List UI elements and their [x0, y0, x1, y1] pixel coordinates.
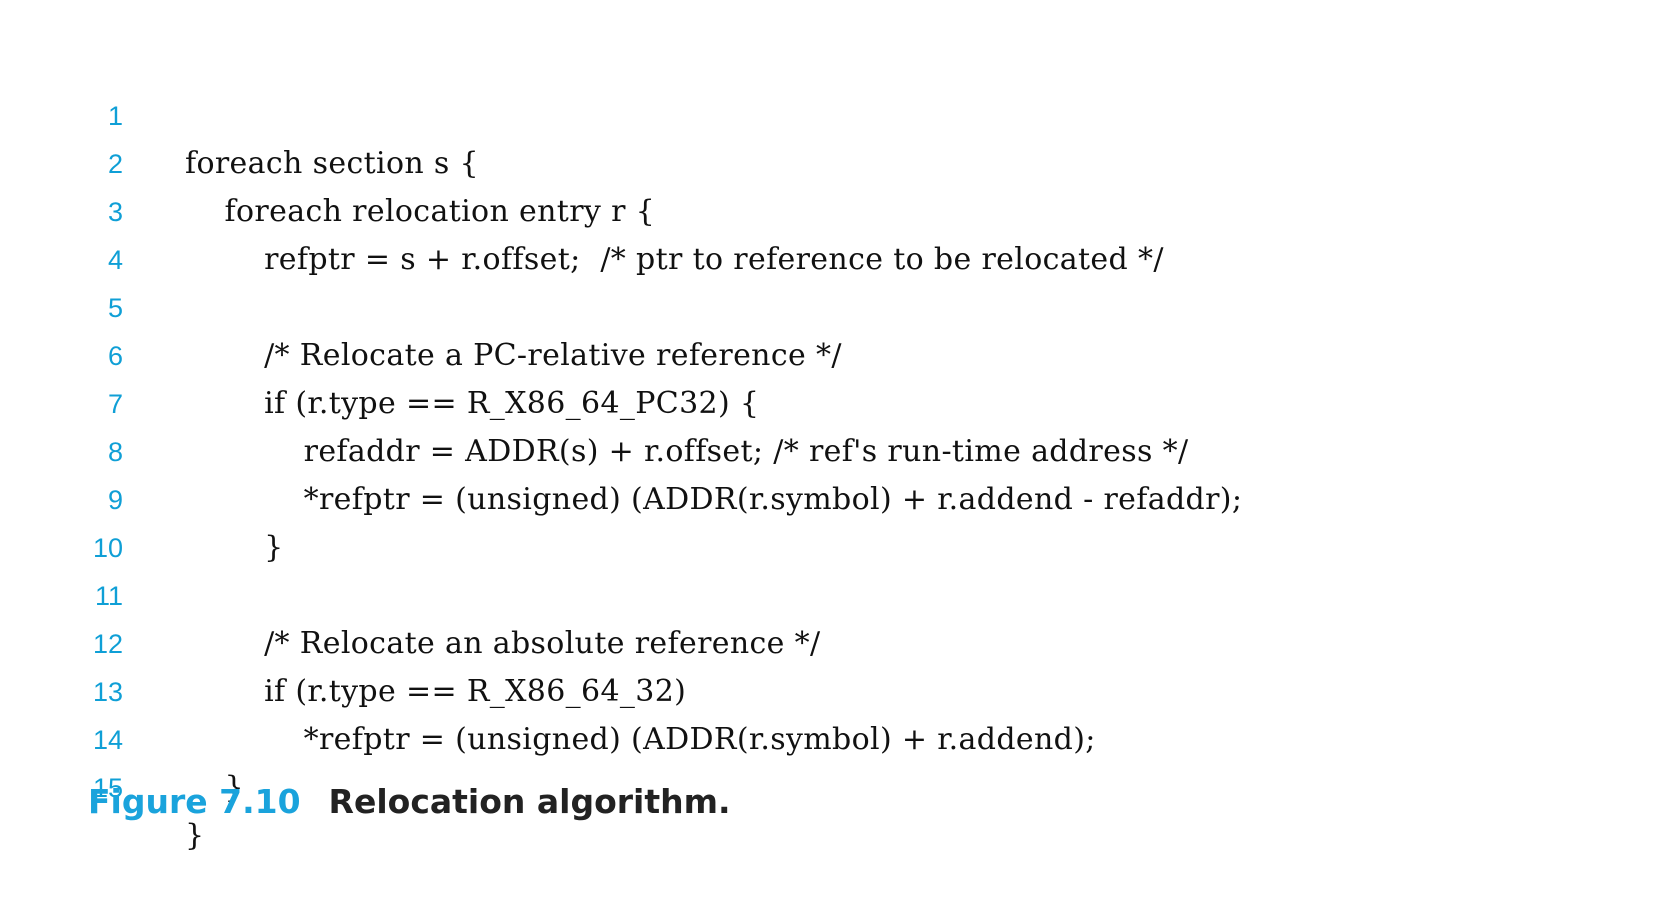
- line-number: 4: [107, 245, 123, 275]
- line-number: 13: [92, 677, 123, 707]
- line-code: /* Relocate an absolute reference */: [185, 626, 821, 661]
- code-line: 4: [0, 188, 1662, 275]
- line-number: 3: [107, 197, 123, 227]
- line-code: }: [185, 818, 205, 853]
- line-number: 14: [92, 725, 123, 755]
- line-code: if (r.type == R_X86_64_32): [185, 674, 687, 709]
- code-line: 6 if (r.type == R_X86_64_PC32) {: [0, 284, 1662, 421]
- line-number: 11: [94, 581, 123, 611]
- line-code: /* Relocate a PC-relative reference */: [185, 338, 842, 373]
- line-number: 9: [107, 485, 123, 515]
- line-number: 12: [92, 629, 123, 659]
- line-code: foreach section s {: [185, 146, 479, 181]
- code-line: 5 /* Relocate a PC-relative reference */: [0, 236, 1662, 373]
- line-number: 2: [107, 149, 123, 179]
- line-code: }: [185, 530, 284, 565]
- line-number: 1: [107, 101, 123, 131]
- code-line: 2 foreach relocation entry r {: [0, 92, 1662, 229]
- figure-caption: Figure 7.10 Relocation algorithm.: [88, 782, 731, 821]
- line-number: 5: [107, 293, 123, 323]
- code-line: 14 }: [0, 668, 1662, 805]
- line-code: foreach relocation entry r {: [185, 194, 656, 229]
- code-line: 13 *refptr = (unsigned) (ADDR(r.symbol) …: [0, 620, 1662, 757]
- code-line: 7 refaddr = ADDR(s) + r.offset; /* ref's…: [0, 332, 1662, 469]
- code-line: 12 if (r.type == R_X86_64_32): [0, 572, 1662, 709]
- code-line: 9 }: [0, 428, 1662, 565]
- figure-label: Figure 7.10: [88, 782, 301, 821]
- line-code: refptr = s + r.offset; /* ptr to referen…: [185, 242, 1164, 277]
- line-code: if (r.type == R_X86_64_PC32) {: [185, 386, 760, 421]
- code-line: 1 foreach section s {: [0, 44, 1662, 181]
- code-listing: 1 foreach section s { 2 foreach relocati…: [0, 44, 1662, 853]
- figure: 1 foreach section s { 2 foreach relocati…: [0, 44, 1662, 853]
- line-number: 7: [107, 389, 123, 419]
- figure-title: Relocation algorithm.: [328, 782, 731, 821]
- code-line: 11 /* Relocate an absolute reference */: [0, 524, 1662, 661]
- line-code: *refptr = (unsigned) (ADDR(r.symbol) + r…: [185, 722, 1096, 757]
- line-code: refaddr = ADDR(s) + r.offset; /* ref's r…: [185, 434, 1189, 469]
- code-line: 15 }: [0, 716, 1662, 853]
- line-number: 8: [107, 437, 123, 467]
- code-line: 10: [0, 476, 1662, 563]
- line-number: 6: [107, 341, 123, 371]
- line-code: *refptr = (unsigned) (ADDR(r.symbol) + r…: [185, 482, 1243, 517]
- code-line: 3 refptr = s + r.offset; /* ptr to refer…: [0, 140, 1662, 277]
- line-number: 10: [92, 533, 123, 563]
- line-number: 15: [92, 773, 123, 803]
- line-code: }: [185, 770, 244, 805]
- code-line: 8 *refptr = (unsigned) (ADDR(r.symbol) +…: [0, 380, 1662, 517]
